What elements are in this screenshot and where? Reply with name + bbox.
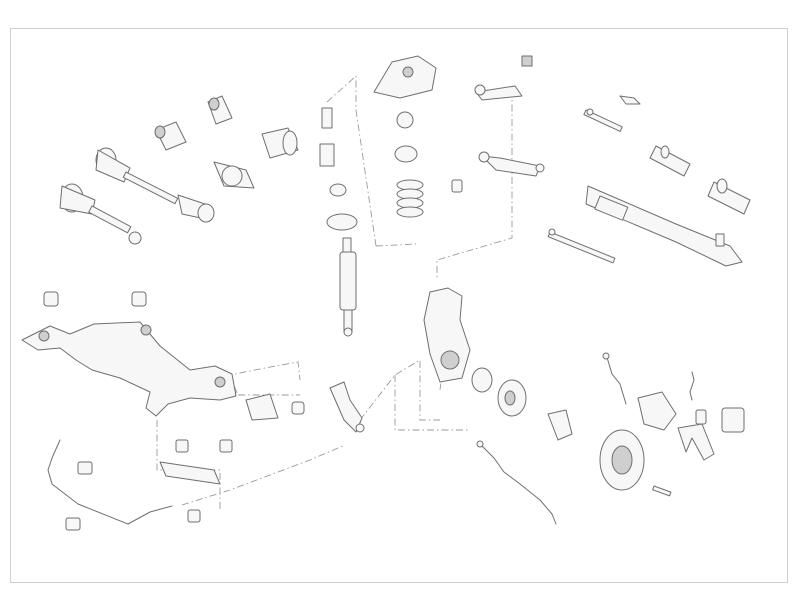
abs-sensor-cable	[476, 440, 557, 525]
steering-boot-2	[707, 178, 751, 215]
stabilizer-bar	[47, 439, 173, 525]
drive-shaft-right	[95, 147, 215, 223]
tie-rod-end	[583, 95, 641, 132]
track-control-arm	[329, 381, 365, 433]
coil-spring	[396, 179, 424, 218]
bump-stop	[319, 107, 335, 167]
dust-shield	[547, 409, 573, 441]
steering-boot-1	[649, 145, 691, 177]
tie-rod	[547, 228, 616, 264]
small-bushing	[451, 179, 463, 193]
steering-knuckle	[423, 287, 471, 383]
leader-lines	[156, 74, 513, 510]
abs-sensor-front	[602, 352, 627, 405]
upper-arm-front	[478, 151, 545, 177]
lower-arm-bushing	[291, 401, 305, 415]
subframe	[21, 321, 237, 417]
spring-seat	[326, 183, 358, 231]
cv-joint	[213, 161, 255, 189]
brake-disc	[599, 429, 645, 491]
drive-shaft-left	[59, 183, 142, 245]
brake-caliper	[637, 391, 677, 431]
cv-boot-small-2	[207, 95, 233, 125]
wheel-bolt	[652, 485, 672, 497]
stabilizer-bushings	[65, 461, 201, 531]
drawing-frame	[10, 28, 788, 583]
strut-mount	[373, 55, 437, 99]
caliper-bracket	[677, 423, 715, 461]
wheel-bearing	[471, 367, 493, 393]
strut-bearing	[394, 111, 418, 163]
cv-boot-small-1	[154, 121, 187, 151]
shock-absorber	[339, 237, 357, 337]
stabilizer-link	[159, 439, 233, 485]
subframe-mount-bushings	[43, 291, 147, 307]
steering-rack	[585, 185, 743, 267]
brake-wear-sensor	[689, 371, 695, 401]
cv-boot-large	[261, 127, 299, 159]
lower-arm-ball-joint	[245, 393, 279, 421]
upper-arm-rear	[474, 55, 533, 101]
brake-pads	[695, 407, 745, 433]
wheel-hub	[497, 379, 527, 417]
